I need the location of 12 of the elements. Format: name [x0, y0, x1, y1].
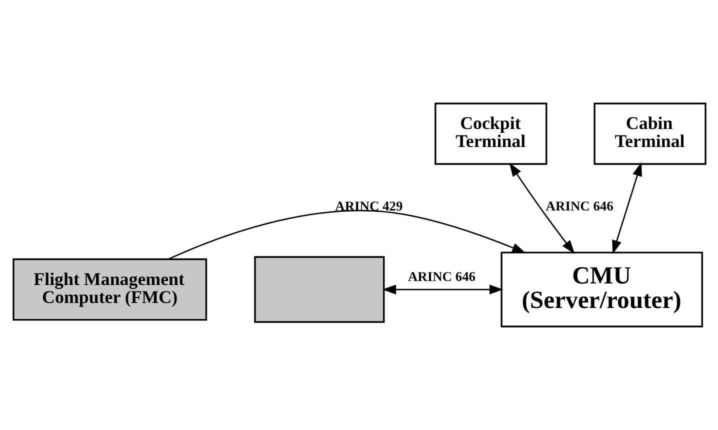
node-box: Flight Management Computer (FMC) [12, 258, 207, 321]
edge-label: ARINC 646 [545, 198, 613, 214]
arrow [508, 162, 574, 254]
arrow [382, 284, 503, 294]
node-box [254, 256, 384, 323]
arrow [168, 210, 526, 260]
node-box: Cockpit Terminal [434, 102, 547, 165]
arrow [612, 162, 642, 254]
edge-label: ARINC 429 [334, 198, 402, 214]
edge-label: ARINC 646 [407, 269, 476, 284]
node-box: Cabin Terminal [593, 102, 706, 165]
node-box: CMU (Server/router) [500, 252, 702, 328]
